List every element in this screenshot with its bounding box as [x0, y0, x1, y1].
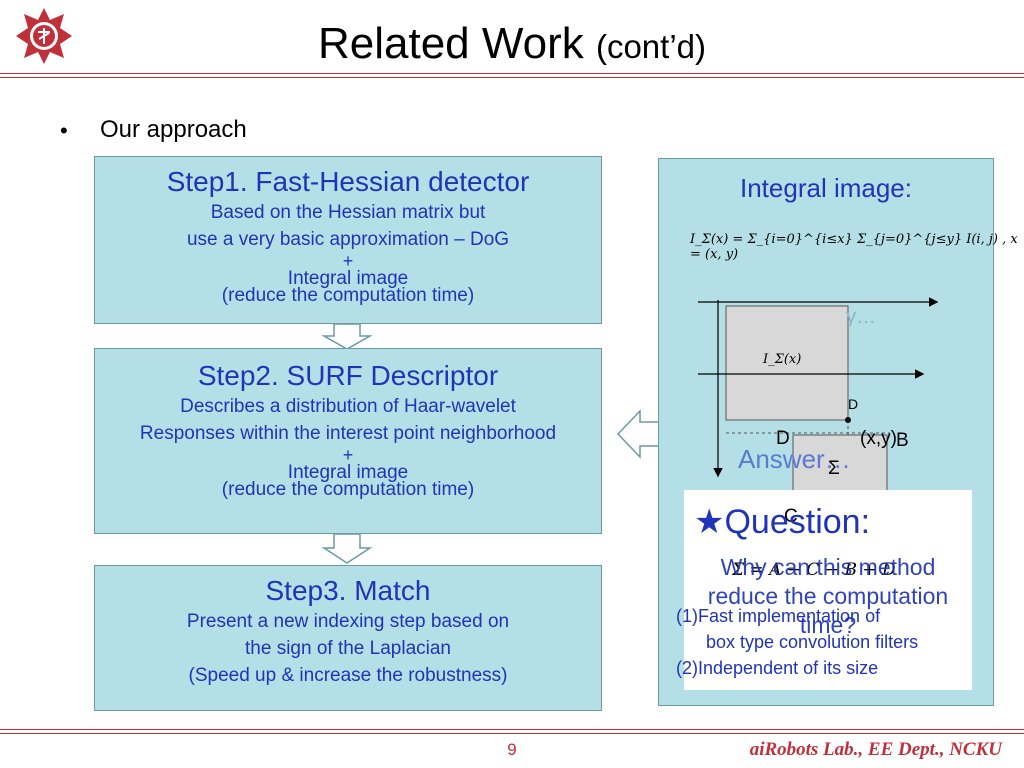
university-emblem-icon: [16, 8, 72, 64]
header-rule-top: [0, 73, 1024, 74]
label-c: C: [784, 506, 798, 527]
footer-rule-top: [0, 729, 1024, 730]
star-icon: ★: [694, 503, 725, 541]
label-b: B: [896, 430, 909, 451]
answer-2: (2)Independent of its size: [676, 658, 879, 678]
step2-line-2: Responses within the interest point neig…: [139, 423, 557, 444]
step2-box: Step2. SURF Descriptor Describes a distr…: [94, 348, 602, 534]
point-label: (x,y): [860, 428, 897, 449]
label-d-small: D: [848, 396, 859, 412]
step3-line-2: the sign of the Laplacian: [245, 638, 451, 659]
down-arrow-icon: [321, 324, 373, 350]
step2-extra-1: Integral image: [287, 462, 409, 483]
step2-heading: Step2. SURF Descriptor: [197, 360, 499, 391]
step1-extra-1: Integral image: [287, 268, 409, 289]
step1-box: Step1. Fast-Hessian detector Based on th…: [94, 156, 602, 324]
lab-credit: aiRobots Lab., EE Dept., NCKU: [749, 739, 1002, 760]
integral-diagram: [698, 297, 939, 496]
question-text: Why can this method reduce the computati…: [707, 554, 949, 638]
step2-plus: +: [342, 445, 354, 465]
faded-question: y…: [846, 306, 876, 328]
page-title: Related Work (cont’d): [0, 18, 1024, 73]
question-heading: ★Question:: [694, 502, 870, 542]
integral-formula: I_Σ(x) = Σ_{i=0}^{i≤x} Σ_{j=0}^{j≤y} I(i…: [690, 232, 1018, 262]
answer-list: (1)Fast implementation of box type convo…: [676, 603, 918, 681]
answer-1-cont: box type convolution filters: [706, 632, 919, 652]
panel-title: Integral image:: [740, 173, 912, 203]
step2-extra-2: (reduce the computation time): [221, 479, 475, 500]
page-number: 9: [507, 740, 517, 759]
sum-formula: Σ = A − C − B + D: [732, 560, 896, 580]
down-arrow-icon: [321, 534, 373, 564]
step1-line-2: use a very basic approximation – DoG: [186, 229, 510, 250]
bullet-text: Our approach: [100, 116, 247, 143]
step3-line-1: Present a new indexing step based on: [186, 611, 510, 632]
question-box: [684, 490, 972, 690]
title-suffix: (cont’d): [595, 28, 707, 65]
label-d: D: [776, 428, 790, 449]
step3-line-3: (Speed up & increase the robustness): [188, 665, 508, 686]
left-arrow-icon: [616, 409, 661, 459]
region-label: I_Σ(x): [763, 352, 802, 367]
answer-text: Answer…: [738, 444, 851, 474]
step1-heading: Step1. Fast-Hessian detector: [166, 166, 530, 197]
label-sigma: Σ: [828, 458, 840, 479]
step1-extra-2: (reduce the computation time): [221, 285, 475, 306]
title-main: Related Work: [317, 19, 584, 68]
footer-rule-bottom: [0, 733, 1024, 734]
step1-plus: +: [342, 251, 354, 271]
step3-box: Step3. Match Present a new indexing step…: [94, 565, 602, 711]
answer-1: (1)Fast implementation of: [676, 606, 881, 626]
step3-heading: Step3. Match: [265, 575, 431, 606]
header-rule-bottom: [0, 77, 1024, 78]
question-title: Question:: [724, 503, 871, 541]
step2-line-1: Describes a distribution of Haar-wavelet: [180, 396, 516, 417]
bullet-dot: •: [60, 118, 68, 143]
step1-line-1: Based on the Hessian matrix but: [210, 202, 486, 223]
